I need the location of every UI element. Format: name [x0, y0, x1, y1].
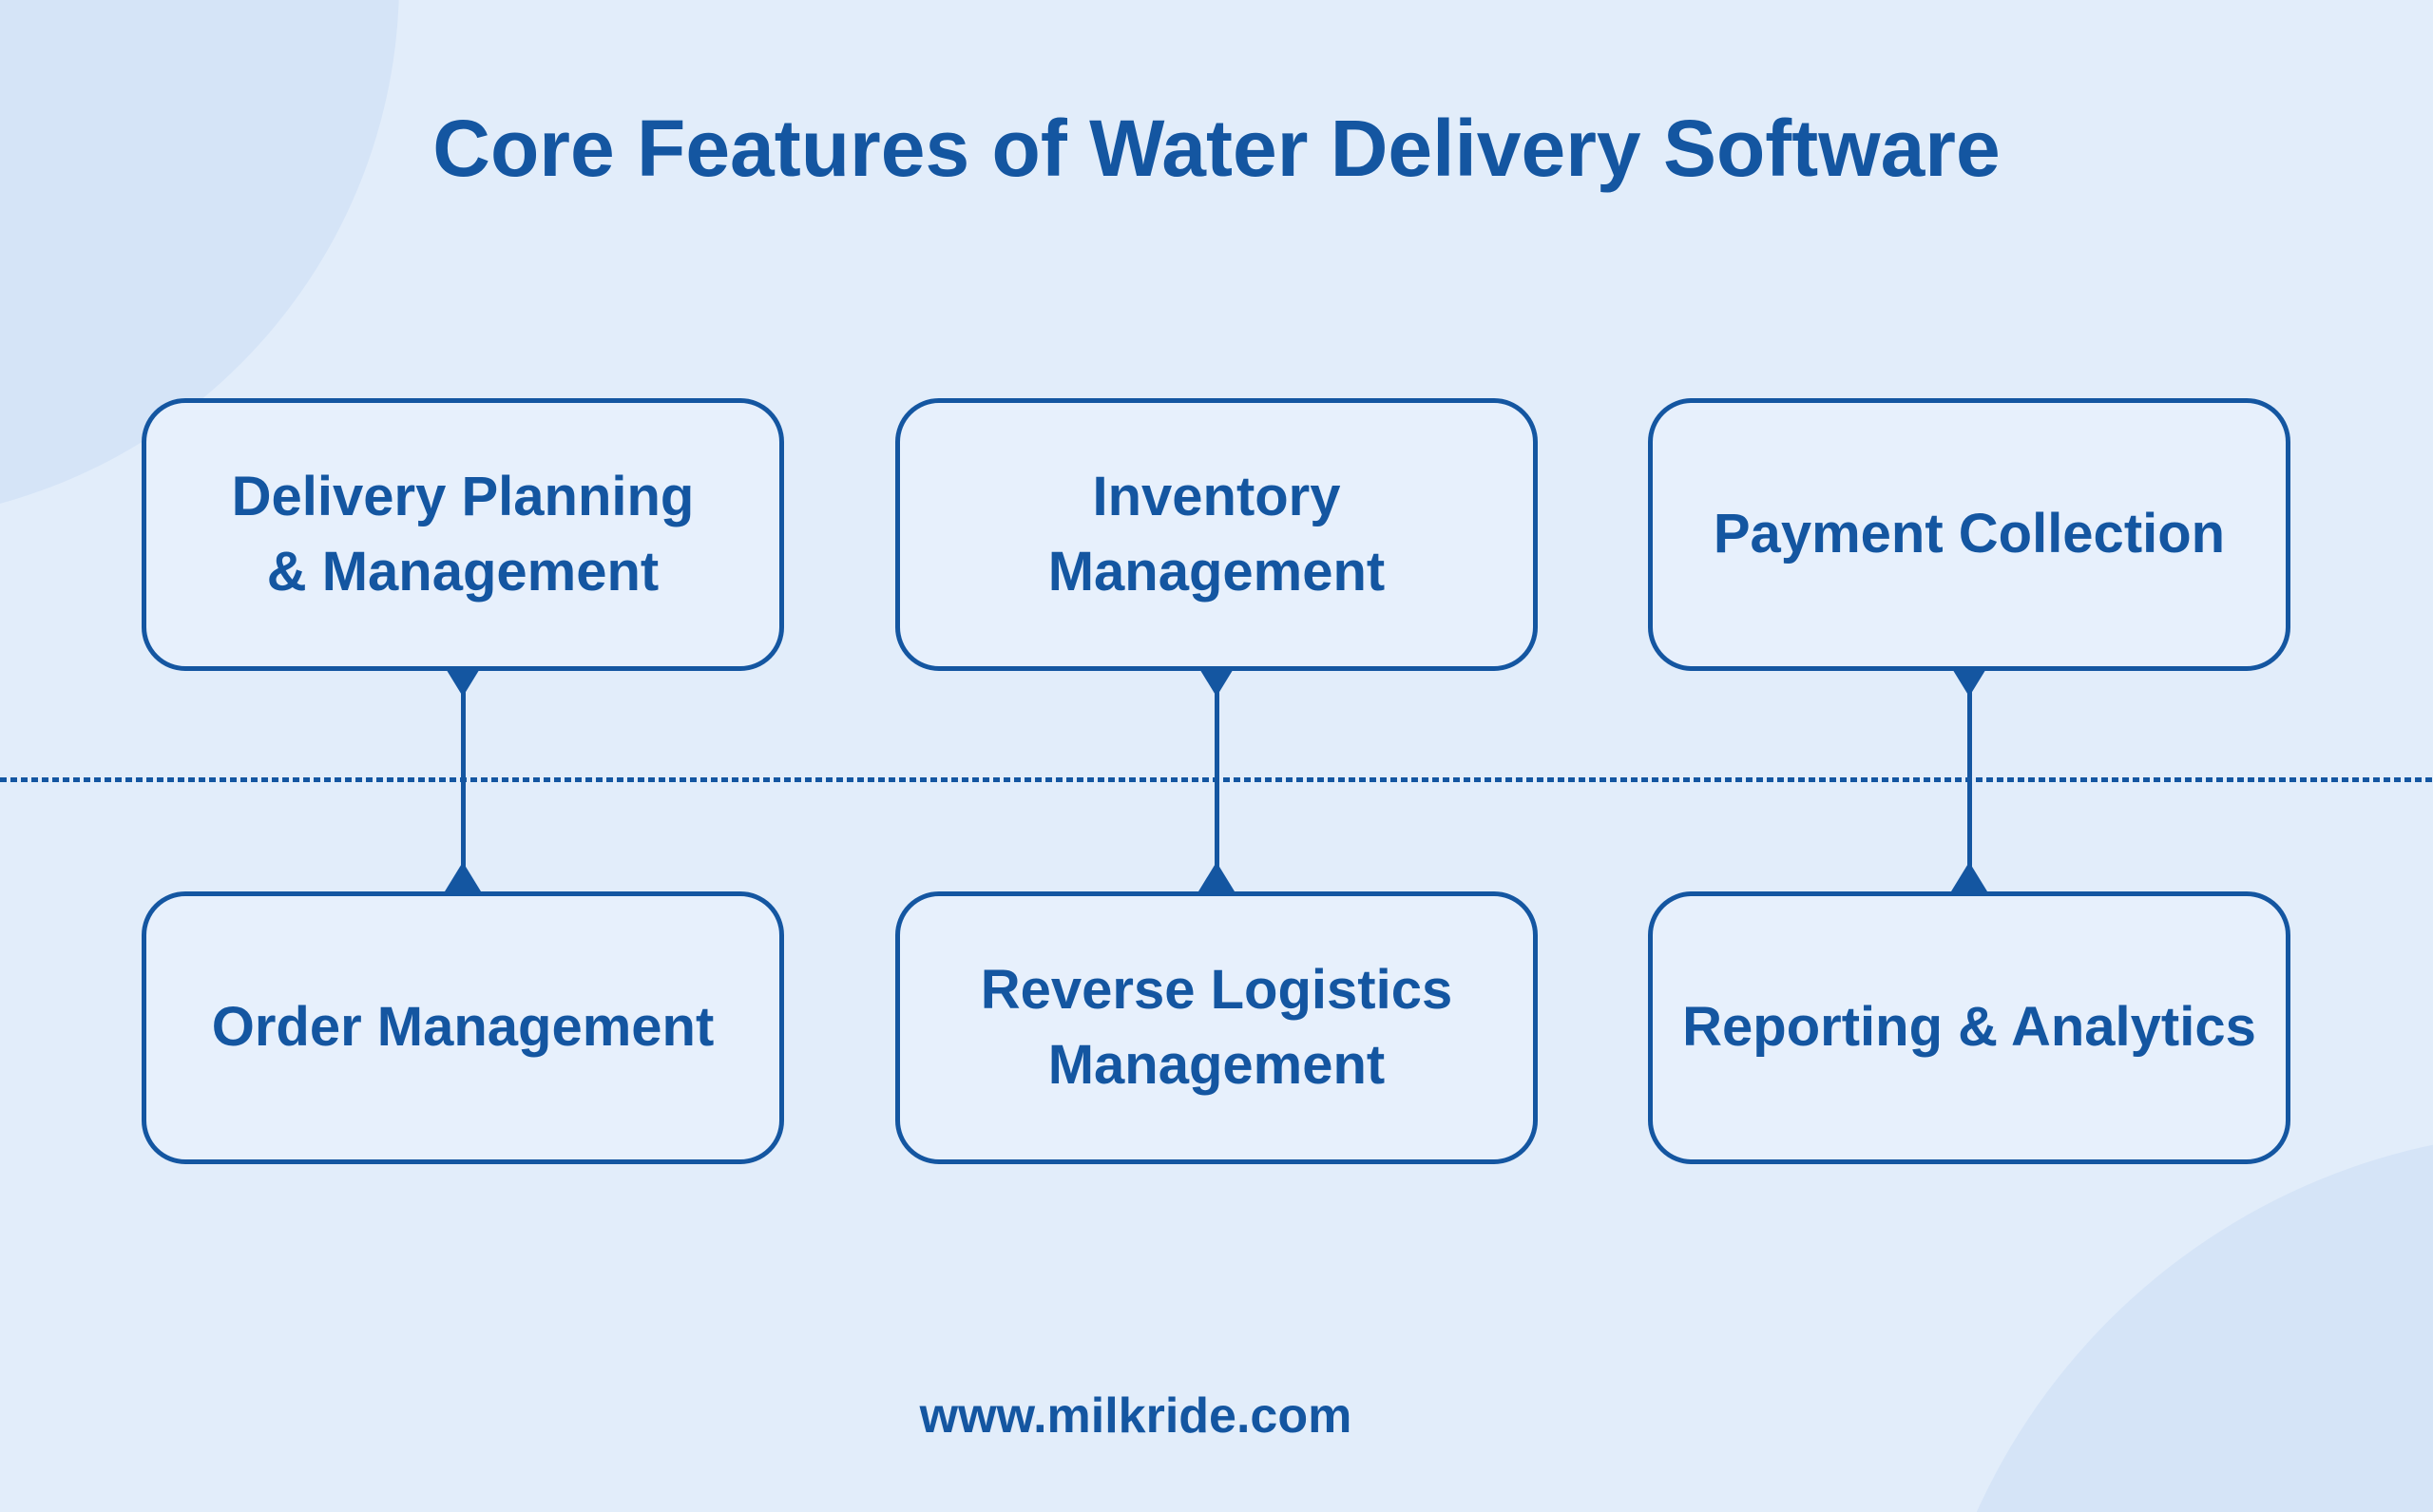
feature-box-payment-collection: Payment Collection — [1648, 398, 2290, 671]
feature-box-delivery-planning-management: Delivery Planning & Management — [142, 398, 784, 671]
feature-box-reporting-analytics: Reporting & Analytics — [1648, 891, 2290, 1164]
connector-line-right — [1967, 669, 1972, 893]
arrow-up-icon-center — [1198, 862, 1235, 891]
feature-box-reverse-logistics-management: Reverse Logistics Management — [895, 891, 1538, 1164]
arrow-up-icon-left — [445, 862, 481, 891]
arrow-down-icon-right — [1951, 667, 1987, 697]
arrow-up-icon-right — [1951, 862, 1987, 891]
arrow-down-icon-left — [445, 667, 481, 697]
decorative-circle-bottom-right — [1920, 1131, 2433, 1512]
website-text: www.milkride.com — [919, 1388, 1352, 1444]
feature-box-inventory-management: Inventory Management — [895, 398, 1538, 671]
page-title: Core Features of Water Delivery Software — [432, 104, 2001, 193]
connector-line-left — [461, 669, 466, 893]
feature-box-order-management: Order Management — [142, 891, 784, 1164]
connector-line-center — [1215, 669, 1219, 893]
arrow-down-icon-center — [1198, 667, 1235, 697]
